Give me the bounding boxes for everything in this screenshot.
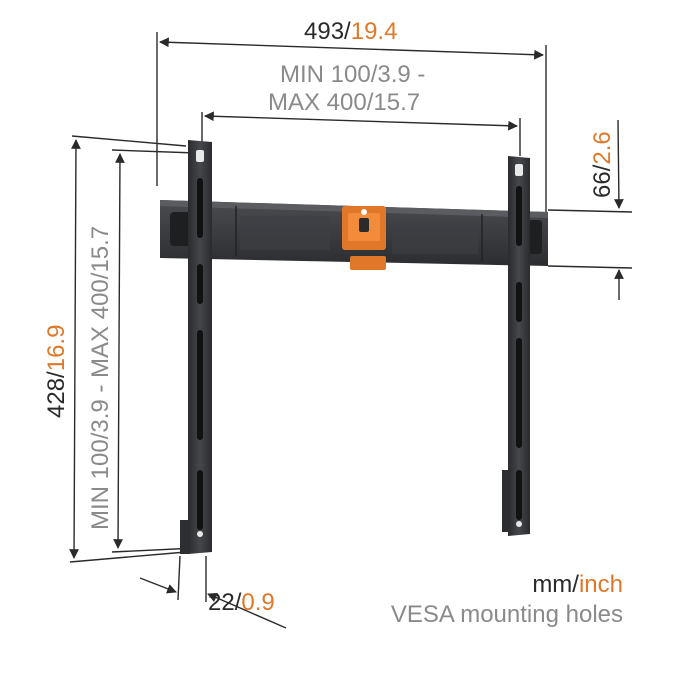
units-legend: mm/inch bbox=[532, 571, 623, 598]
width-dimension-label: 493/19.4 bbox=[304, 18, 397, 45]
wall-mount-bracket bbox=[160, 140, 548, 554]
dimension-lines bbox=[69, 32, 633, 629]
vesa-caption: VESA mounting holes bbox=[391, 601, 623, 628]
vesa-horizontal-label-line1: MIN 100/3.9 - bbox=[280, 61, 425, 88]
vesa-horizontal-label-line2: MAX 400/15.7 bbox=[268, 89, 420, 116]
bubble-level-icon bbox=[342, 206, 386, 270]
offset-dimension-label: 66/2.6 bbox=[589, 131, 616, 198]
vesa-vertical-label: MIN 100/3.9 - MAX 400/15.7 bbox=[87, 226, 114, 530]
depth-dimension-label: 22/0.9 bbox=[208, 589, 275, 616]
height-dimension-label: 428/16.9 bbox=[43, 325, 70, 418]
left-vertical-rail bbox=[180, 140, 212, 554]
right-vertical-rail bbox=[502, 156, 530, 536]
